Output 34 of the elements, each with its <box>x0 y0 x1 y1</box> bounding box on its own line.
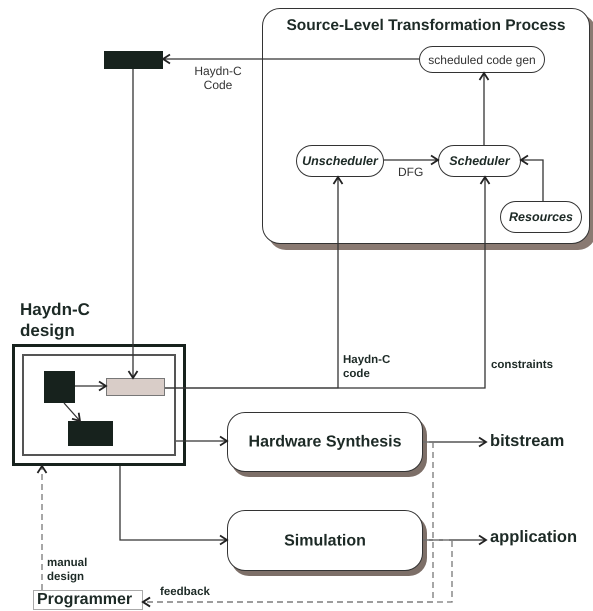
arrow <box>119 466 228 546</box>
inner-frame <box>22 354 176 456</box>
node-label: Simulation <box>283 531 367 550</box>
code-block <box>68 421 113 446</box>
arrow <box>162 54 419 64</box>
node-label: scheduled code gen <box>427 53 537 67</box>
node-label: Resources <box>508 210 574 225</box>
output-text: bitstream <box>490 431 564 451</box>
arrow <box>128 69 138 379</box>
dashed-arrow <box>142 539 453 608</box>
code-block <box>106 378 165 396</box>
process-pill <box>500 201 582 233</box>
process-pill <box>438 145 521 177</box>
node-label: Hardware Synthesis <box>248 432 402 452</box>
edge-label: DFG <box>397 165 424 179</box>
node-label: Scheduler <box>448 154 512 169</box>
frame-heading: Haydn-C design <box>20 299 91 341</box>
node-label: Unscheduler <box>301 154 380 169</box>
arrow <box>75 380 107 392</box>
arrow <box>478 72 490 145</box>
dashed-arrow <box>36 465 48 590</box>
arrow <box>176 436 228 446</box>
programmer-box <box>33 590 143 610</box>
node-label: Programmer <box>37 591 132 609</box>
arrow <box>384 154 439 166</box>
code-bar <box>104 51 163 69</box>
panel-title: Source-Level Transformation Process <box>285 17 567 35</box>
code-block <box>44 371 75 403</box>
process-pill <box>419 46 545 73</box>
arrow <box>64 402 81 422</box>
arrow <box>165 176 490 389</box>
output-text: application <box>490 527 578 547</box>
arrow <box>520 154 544 201</box>
process-pill <box>296 145 384 177</box>
